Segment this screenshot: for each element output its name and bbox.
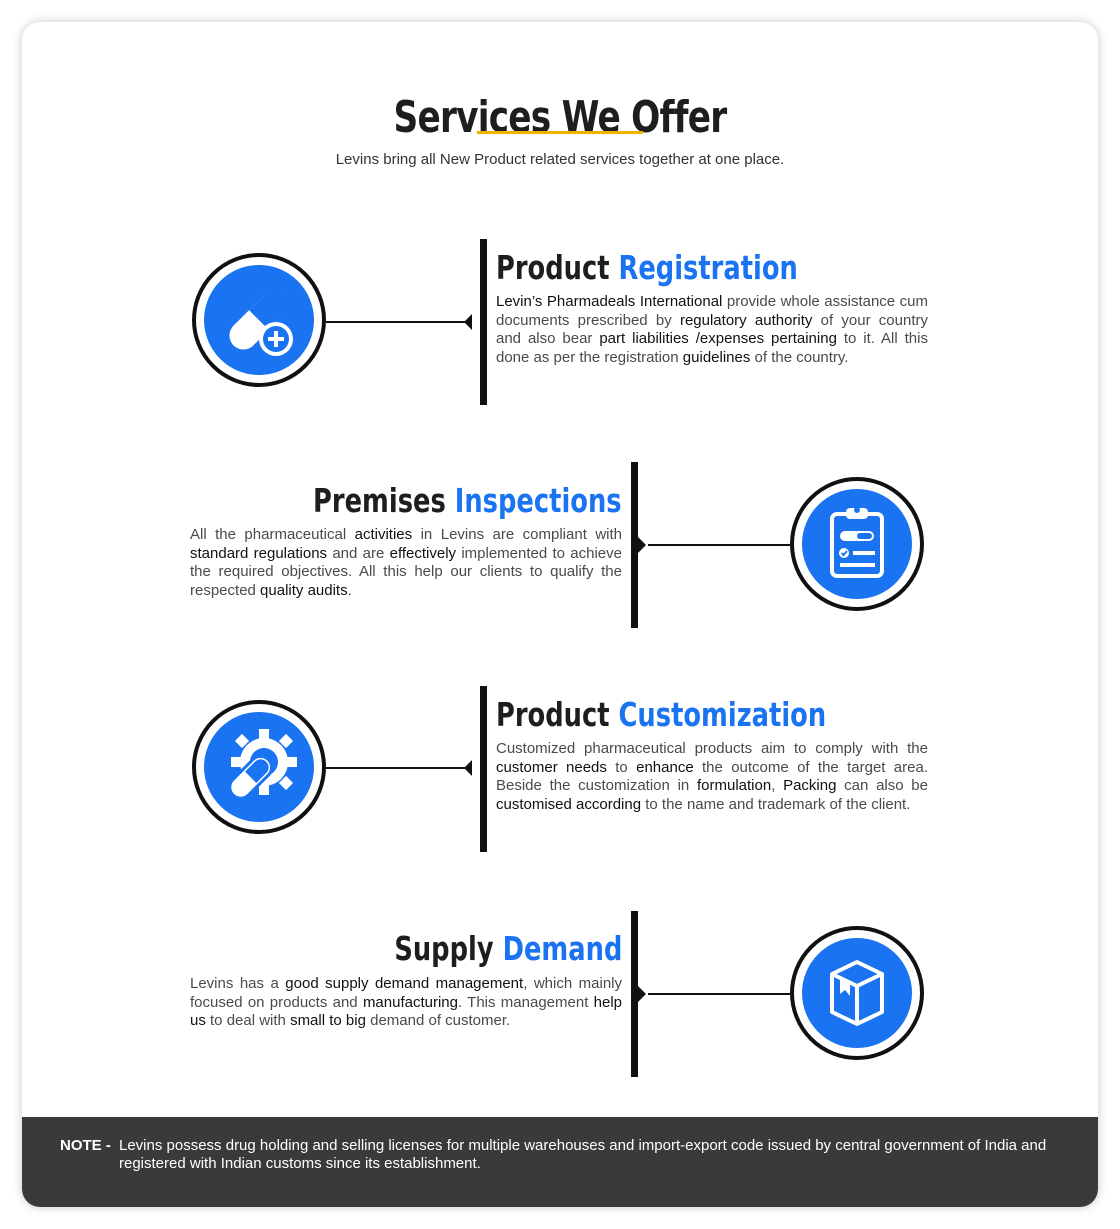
connector-notch	[464, 314, 472, 330]
emphasized-text: Packing	[783, 777, 837, 794]
description-text: implemented to achieve the required obje…	[190, 544, 622, 599]
description-text: All the pharmaceutical	[190, 526, 355, 543]
service-title: Product Registration	[496, 248, 798, 287]
connector-line	[648, 544, 790, 546]
emphasized-text: formulation	[696, 777, 772, 794]
service-icon-circle	[192, 700, 326, 834]
description-text: of your country and also bear	[496, 311, 928, 348]
service-description: Customized pharmaceutical products aim t…	[496, 740, 928, 814]
page-subtitle: Levins bring all New Product related ser…	[335, 151, 785, 168]
description-text: in Levins are compliant with	[412, 526, 622, 543]
description-text: to the name and trademark of the client.	[641, 795, 911, 813]
emphasized-text: manufacturing	[362, 993, 458, 1011]
description-text: of the country.	[750, 348, 849, 366]
box-package-icon	[802, 938, 912, 1048]
service-icon-circle	[790, 926, 924, 1060]
connector-line	[326, 321, 472, 323]
service-icon-circle	[192, 253, 326, 387]
emphasized-text: regulatory authority	[679, 311, 813, 329]
note-bar: NOTE - Levins possess drug holding and s…	[22, 1117, 1098, 1207]
timeline-bar	[631, 911, 638, 1077]
emphasized-text: quality audits	[260, 581, 348, 599]
description-text: provide whole assistance cum documents p…	[496, 293, 928, 329]
timeline-bar	[480, 239, 487, 405]
service-title: Supply Demand	[393, 929, 622, 968]
description-text: to	[606, 758, 637, 776]
emphasized-text: effectively	[389, 544, 457, 562]
description-text: the outcome of the target area. Beside t…	[496, 758, 928, 795]
description-text: , which mainly focused on products and	[190, 975, 623, 1011]
clipboard-checklist-icon	[802, 489, 912, 599]
service-description: All the pharmaceutical activities in Lev…	[190, 526, 622, 600]
service-title: Product Customization	[496, 695, 827, 734]
connector-notch	[638, 986, 646, 1002]
description-text: ,	[771, 777, 784, 794]
connector-notch	[638, 537, 646, 553]
page-title: Services We Offer	[393, 92, 728, 143]
description-text: Customized pharmaceutical products aim t…	[496, 740, 928, 757]
timeline-bar	[631, 462, 638, 628]
services-card: Services We Offer Levins bring all New P…	[22, 22, 1098, 1207]
emphasized-text: guidelines	[682, 348, 751, 366]
timeline-bar	[480, 686, 487, 852]
note-label: NOTE -	[60, 1137, 111, 1154]
emphasized-text: small to big	[290, 1012, 366, 1029]
gear-capsule-icon	[204, 712, 314, 822]
description-text: to it. All this done as per the registra…	[496, 330, 928, 366]
service-description: Levin’s Pharmadeals International provid…	[496, 293, 928, 367]
service-icon-circle	[790, 477, 924, 611]
connector-line	[648, 993, 790, 995]
emphasized-text: enhance	[636, 758, 694, 776]
title-underline	[477, 131, 643, 134]
description-text: demand of customer.	[365, 1012, 511, 1029]
description-text: . This management	[458, 993, 594, 1011]
description-text: .	[347, 581, 352, 599]
description-text: to deal with	[205, 1012, 291, 1029]
service-title: Premises Inspections	[313, 481, 622, 520]
emphasized-text: help us	[190, 993, 623, 1030]
connector-line	[326, 767, 472, 769]
description-text: Levins has a	[190, 975, 286, 992]
emphasized-text: standard regulations	[190, 544, 328, 562]
emphasized-text: customer needs	[496, 758, 607, 776]
description-text: and are	[327, 544, 390, 562]
emphasized-text: part liabilities /expenses pertaining	[599, 330, 837, 347]
emphasized-text: activities	[354, 526, 413, 543]
description-text: can also be	[836, 777, 928, 794]
emphasized-text: good supply demand management	[285, 975, 524, 992]
connector-notch	[464, 760, 472, 776]
emphasized-text: Levin’s Pharmadeals International	[496, 293, 723, 310]
note-text: Levins possess drug holding and selling …	[119, 1137, 1047, 1172]
service-description: Levins has a good supply demand manageme…	[190, 975, 622, 1031]
capsule-plus-icon	[204, 265, 314, 375]
emphasized-text: customised according	[496, 795, 642, 813]
